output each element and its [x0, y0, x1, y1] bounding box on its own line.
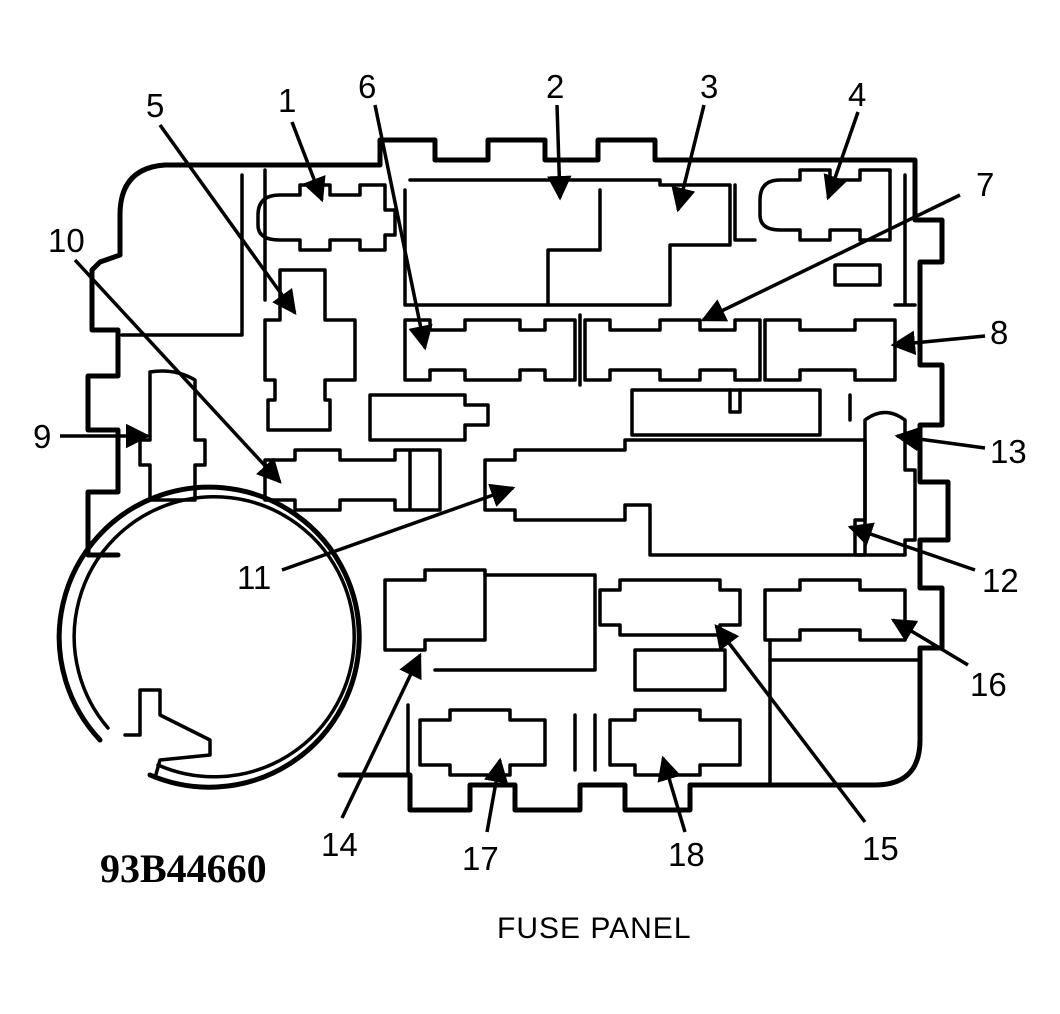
callout-13: 13 [990, 433, 1027, 470]
callout-2: 2 [546, 68, 564, 105]
callout-14: 14 [321, 826, 358, 863]
fuse-18 [608, 708, 742, 777]
fuse-row-second [403, 313, 897, 387]
callout-17: 17 [462, 840, 499, 877]
callout-9: 9 [33, 418, 51, 455]
fuse-5 [263, 268, 357, 432]
callout-11: 11 [237, 559, 271, 596]
lower-blocks [383, 568, 922, 787]
fuse-4 [758, 168, 892, 242]
callout-15: 15 [862, 830, 899, 867]
callout-labels: 1 2 3 4 5 6 7 8 9 10 11 12 13 14 15 16 1… [33, 68, 1027, 877]
panel-outline [162, 137, 951, 813]
callout-3: 3 [700, 68, 718, 105]
fuse-7 [583, 318, 762, 382]
panel-housing [85, 137, 951, 813]
fuse-15 [598, 578, 742, 637]
module-block-2-3 [403, 178, 757, 307]
callout-7: 7 [976, 166, 994, 203]
fuse-12-13 [853, 410, 917, 557]
fuse-14 [383, 568, 487, 652]
socket-key-notch [123, 688, 212, 780]
fuse-17 [418, 708, 547, 777]
panel-outline-left [85, 162, 168, 558]
callout-1: 1 [278, 82, 296, 119]
fuse-6 [403, 318, 577, 382]
fuse-row-top [256, 168, 892, 287]
callout-5: 5 [146, 87, 164, 124]
callout-8: 8 [990, 314, 1008, 351]
socket-inner-ring [72, 495, 356, 779]
middle-blocks [138, 268, 917, 557]
fuse-8 [763, 318, 897, 382]
callout-16: 16 [970, 666, 1007, 703]
figure-code: 93B44660 [100, 846, 267, 891]
fuse-16 [763, 578, 907, 642]
fuse-1 [256, 183, 397, 252]
leader-lines [60, 104, 986, 833]
callout-12: 12 [982, 562, 1019, 599]
socket-outer-ring [56, 484, 362, 790]
round-relay-socket [56, 484, 362, 790]
callout-10: 10 [48, 222, 85, 259]
fuse-11-module [483, 438, 867, 557]
callout-6: 6 [358, 68, 376, 105]
fuse-10 [263, 448, 442, 512]
callout-4: 4 [848, 76, 866, 113]
callout-18: 18 [668, 836, 705, 873]
fuse-9 [138, 369, 207, 502]
diagram-caption: FUSE PANEL [497, 912, 692, 945]
